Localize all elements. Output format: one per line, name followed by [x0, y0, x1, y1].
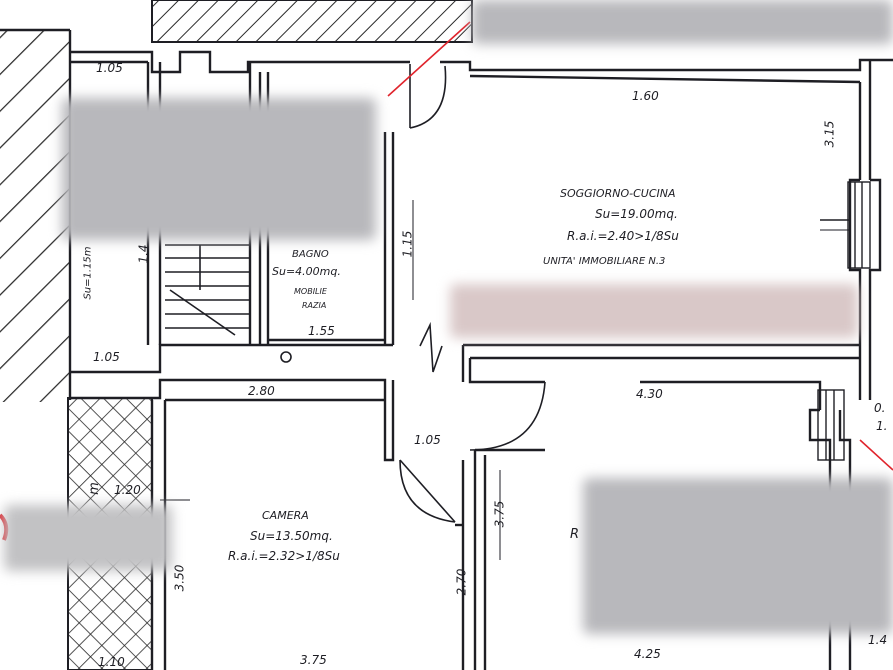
red-leader-lines [387, 21, 893, 471]
window-right-upper [820, 181, 871, 269]
camera-rai: R.a.i.=2.32>1/8Su [228, 549, 340, 563]
dim-1-15: 1.15 [400, 230, 415, 258]
dim-4-25: 4.25 [634, 647, 661, 661]
bagno-name: BAGNO [292, 249, 329, 260]
stair-treads [165, 244, 250, 336]
marker-circle [280, 351, 292, 363]
dim-1-05-left: 1.05 [93, 350, 120, 364]
dim-1-55: 1.55 [308, 324, 335, 338]
dim-1-right: 1. [876, 419, 888, 433]
soggiorno-rai: R.a.i.=2.40>1/8Su [567, 229, 679, 243]
bagno-note2: RAZIA [302, 301, 327, 310]
dim-1-10: 1.10 [98, 655, 125, 669]
dim-1-60: 1.60 [632, 89, 659, 103]
dim-3-15: 3.15 [822, 120, 837, 148]
dim-0-right: 0. [874, 401, 886, 415]
dim-3-75-vertical: 3.75 [492, 500, 507, 528]
redaction-bottom-left [4, 505, 172, 571]
dim-1-05-top: 1.05 [96, 61, 123, 75]
window-right-lower [817, 389, 845, 461]
dimension-lines [160, 200, 850, 560]
fragment-r: R [570, 527, 580, 542]
disimpegno-area: Su=1.15m [82, 246, 94, 300]
neighbour-building-hatch [151, 0, 473, 43]
soggiorno-unit: UNITA' IMMOBILIARE N.3 [543, 256, 666, 267]
dim-3-50: 3.50 [172, 564, 187, 592]
door-camera [399, 459, 456, 523]
dim-1-05-mid: 1.05 [414, 433, 441, 447]
stairwell-hatch [0, 30, 70, 402]
bagno-area: Su=4.00mq. [272, 265, 341, 278]
redaction-bottom-right [583, 478, 893, 634]
break-line [419, 321, 443, 373]
dim-1-20: 1.20 [114, 483, 141, 497]
bagno-note1: MOBILIE [294, 287, 327, 296]
fragment-m: m [86, 482, 102, 495]
dim-3-75-bottom: 3.75 [300, 653, 327, 667]
door-corridor [469, 381, 546, 451]
dim-2-80: 2.80 [248, 384, 275, 398]
soggiorno-name: SOGGIORNO-CUCINA [560, 187, 676, 200]
dim-4-30: 4.30 [636, 387, 663, 401]
dim-1-4-right: 1.4 [868, 633, 888, 647]
camera-name: CAMERA [262, 509, 309, 522]
door-entry-top [409, 64, 447, 129]
soggiorno-area: Su=19.00mq. [595, 207, 678, 221]
dim-1-4-left: 1.4 [136, 244, 151, 264]
redaction-middle [450, 284, 858, 338]
camera-area: Su=13.50mq. [250, 529, 333, 543]
redaction-top-left [62, 98, 376, 240]
redaction-top-right [472, 0, 893, 44]
dim-2-70: 2.70 [454, 568, 469, 596]
